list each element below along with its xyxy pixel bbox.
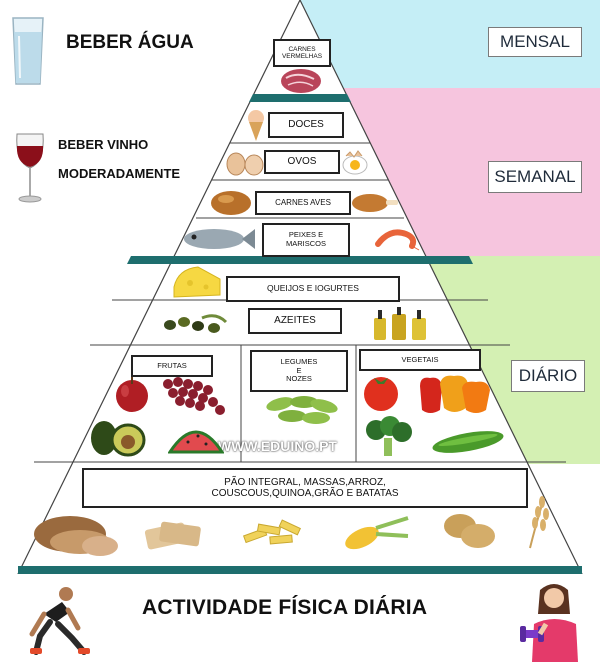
tier-legumes-nozes: LEGUMES E NOZES [250,350,348,392]
roast-chicken-icon [352,194,398,212]
tier-queijos-iogurtes: QUEIJOS E IOGURTES [226,276,400,302]
water-note: BEBER ÁGUA [66,32,194,53]
tier-base: PÃO INTEGRAL, MASSAS,ARROZ, COUSCOUS,QUI… [82,468,528,508]
egg-icon [226,152,264,176]
watermelon-icon [168,430,224,454]
shrimp-icon [375,229,420,251]
tier-azeites: AZEITES [248,308,342,334]
potato-icon [444,514,495,548]
roast-chicken-icon [211,191,251,215]
tier-carnes-vermelhas: CARNES VERMELHAS [273,39,331,67]
wheat-icon [529,496,549,549]
broccoli-icon [366,416,412,456]
water-glass-icon [12,17,44,85]
period-mensal: MENSAL [488,27,582,57]
tier-peixes-mariscos: PEIXES E MARISCOS [262,223,350,257]
tier-vegetais: VEGETAIS [359,349,481,371]
pasta-icon [242,519,301,545]
corn-icon [345,516,409,550]
fish-icon [184,229,255,249]
cucumber-icon [432,431,504,453]
legumes-line2: E [296,365,302,375]
tomato-icon [364,377,398,411]
ice-cream-icon [248,110,264,141]
legumes-line3: NOZES [286,374,312,384]
steak-icon [281,69,321,93]
avocado-icon [91,421,146,457]
tier-doces: DOCES [268,112,344,138]
wine-glass-icon [16,133,44,203]
grapes-icon [163,377,225,415]
apple-icon [116,377,148,412]
cheese-icon [173,266,221,298]
carnes-vermelhas-line2: VERMELHAS [281,53,323,60]
crackers-icon [144,521,201,550]
peixes-line1: PEIXES E [288,230,324,240]
peixes-line2: MARISCOS [285,239,326,248]
footer-title: ACTIVIDADE FÍSICA DIÁRIA [142,596,428,619]
egg-icon [342,150,368,175]
footer-band [0,574,600,662]
carnes-vermelhas-line1: CARNES [288,45,316,53]
watermark: WWW.EDUINO.PT [218,438,337,454]
tier-ovos: OVOS [264,150,340,174]
wine-note-line1: BEBER VINHO [58,137,149,152]
olives-icon [164,314,228,333]
base-line2: COUSCOUS,QUINOA,GRÃO E BATATAS [211,488,399,499]
wine-note-line2: MODERADAMENTE [58,166,181,181]
tier-frutas: FRUTAS [131,355,213,377]
edamame-icon [266,396,338,424]
oil-bottles-icon [374,307,426,340]
peppers-icon [420,375,490,413]
bread-icon [34,516,118,556]
woman-dumbbell-icon [520,584,578,662]
tier-carnes-aves: CARNES AVES [255,191,351,215]
legumes-line1: LEGUMES [280,357,318,367]
period-semanal: SEMANAL [488,161,582,193]
period-diario: DIÁRIO [511,360,585,392]
base-line1: PÃO INTEGRAL, MASSAS,ARROZ, [224,476,386,488]
runner-icon [29,587,90,655]
